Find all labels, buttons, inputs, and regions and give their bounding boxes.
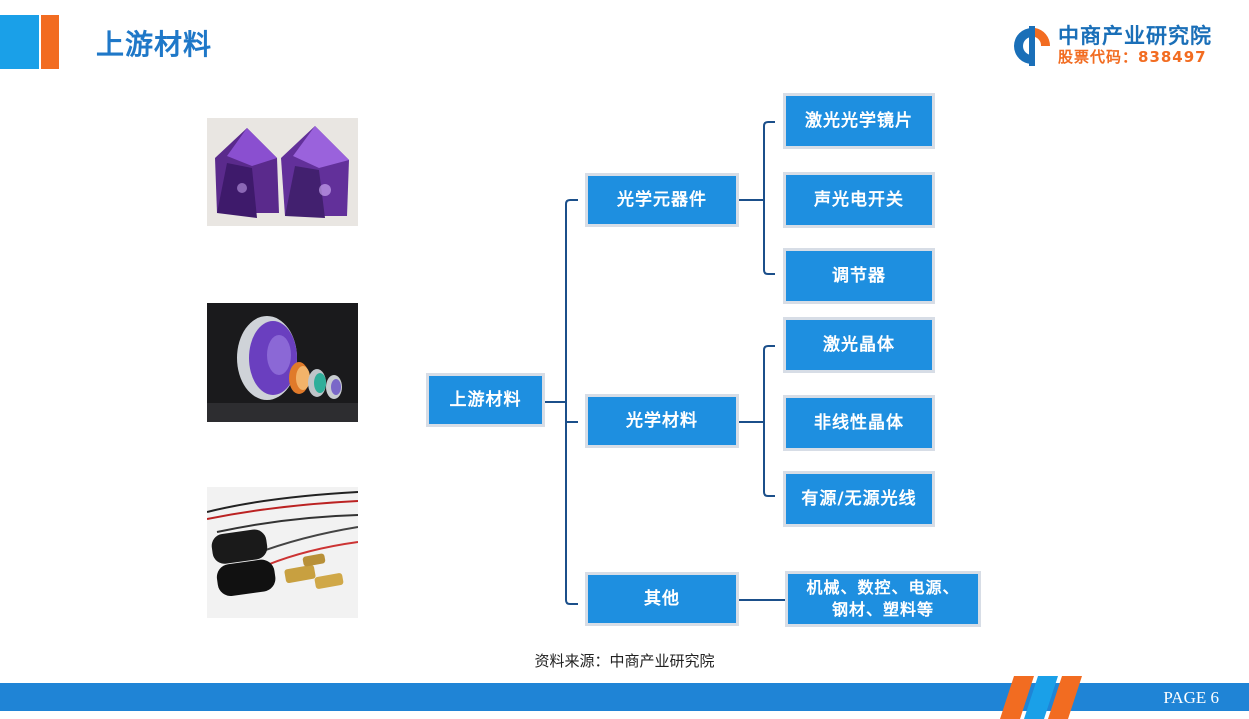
leaf-node-machinery-etc: 机械、数控、电源、 钢材、塑料等 <box>788 574 978 624</box>
footer-stripes-decoration <box>1000 676 1082 719</box>
leaf-node-active-passive-fiber: 有源/无源光线 <box>786 474 932 524</box>
company-logo: 中商产业研究院 股票代码：838497 <box>1010 20 1230 70</box>
source-note: 资料来源：中商产业研究院 <box>534 652 715 670</box>
branch-node-other: 其他 <box>588 575 736 623</box>
leaf-node-nonlinear-crystal: 非线性晶体 <box>786 398 932 448</box>
laser-diode-modules-photo <box>207 487 358 618</box>
optical-lenses-photo <box>207 303 358 422</box>
logo-name: 中商产业研究院 <box>1058 24 1212 48</box>
page-title: 上游材料 <box>96 28 213 61</box>
purple-crystals-photo <box>207 118 358 226</box>
leaf-node-acousto-optic-switch: 声光电开关 <box>786 175 932 225</box>
leaf-node-laser-optical-lens: 激光光学镜片 <box>786 96 932 146</box>
title-accent-orange <box>41 15 59 69</box>
logo-mark-icon <box>1014 26 1051 66</box>
branch-node-optical-components: 光学元器件 <box>588 176 736 224</box>
logo-stock-code: 股票代码：838497 <box>1058 48 1207 66</box>
leaf-node-machinery-line2: 钢材、塑料等 <box>831 600 934 619</box>
leaf-node-regulator: 调节器 <box>786 251 932 301</box>
branch-node-optical-materials: 光学材料 <box>588 397 736 445</box>
leaf-node-machinery-line1: 机械、数控、电源、 <box>806 578 960 597</box>
leaf-node-laser-crystal: 激光晶体 <box>786 320 932 370</box>
title-accent-blue <box>0 15 39 69</box>
page-number: PAGE 6 <box>1163 688 1219 707</box>
diagram-root-node: 上游材料 <box>429 376 542 424</box>
